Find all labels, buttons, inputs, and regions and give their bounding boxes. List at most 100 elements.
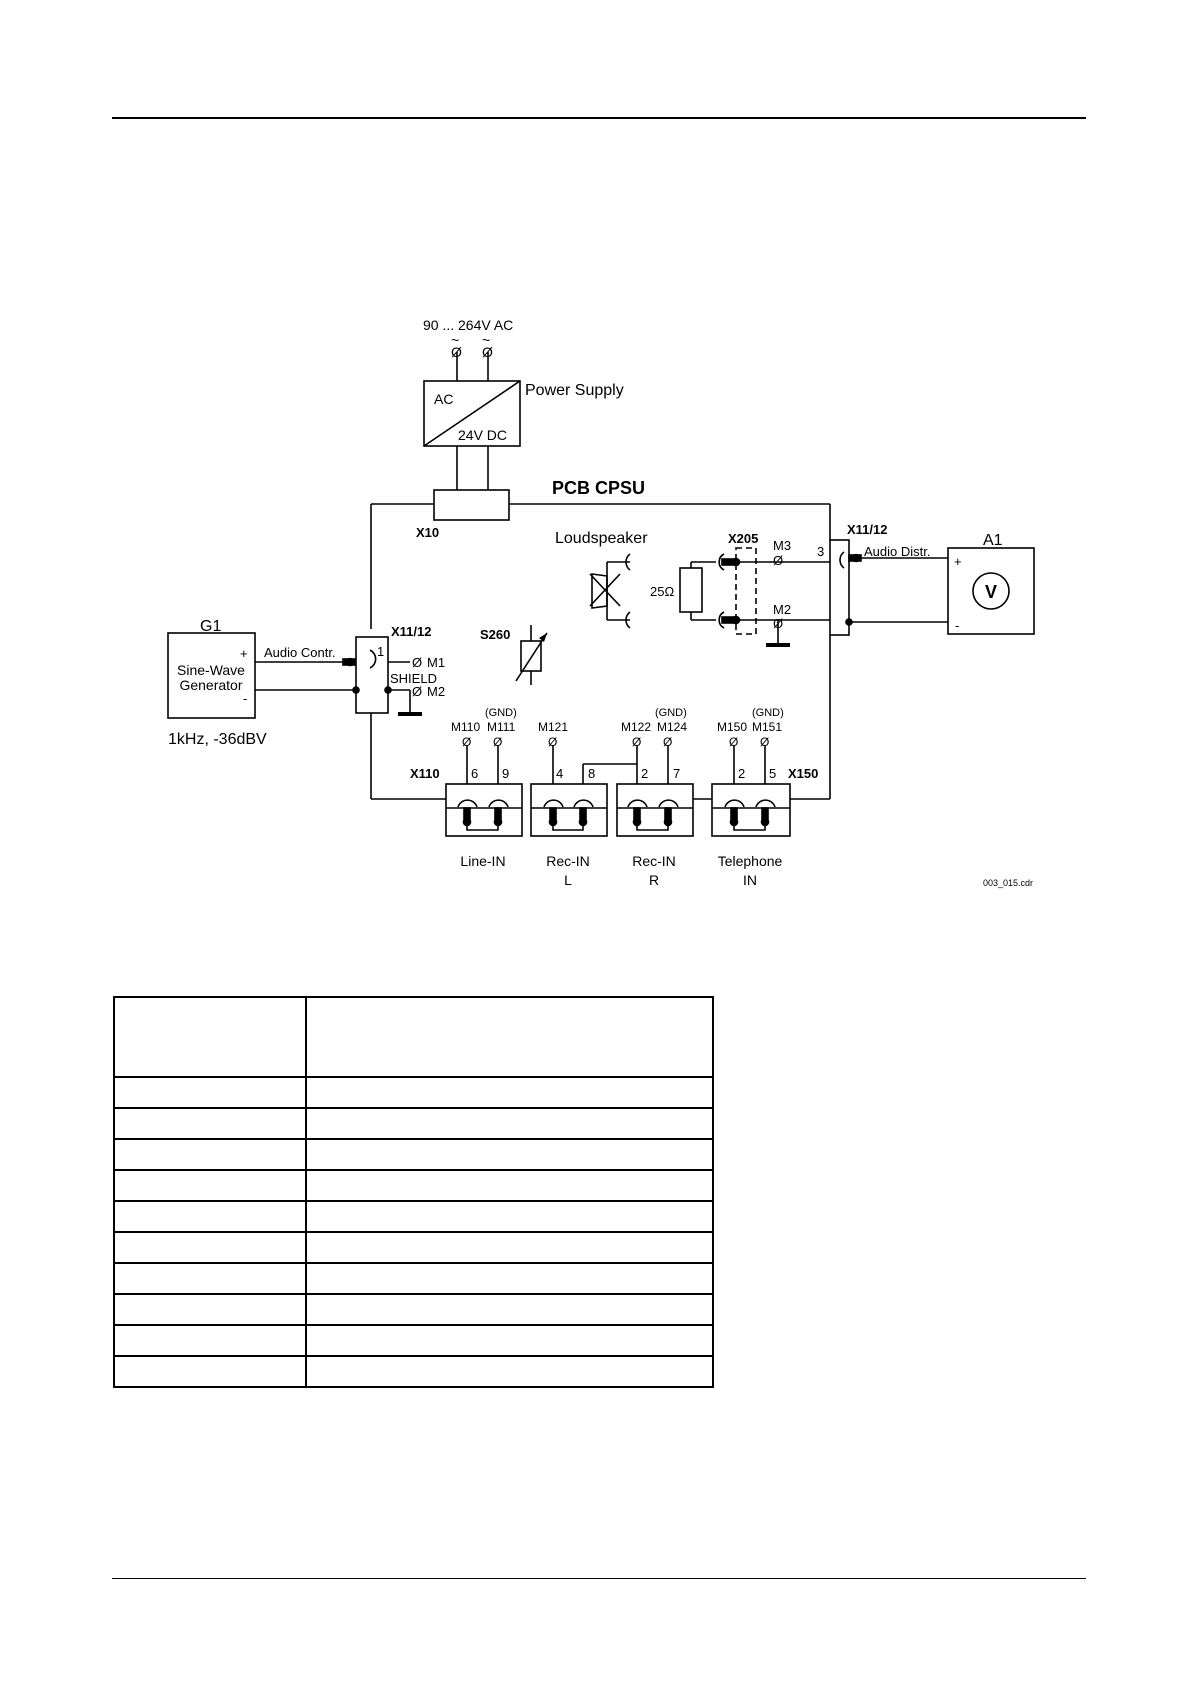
- pin-2-telephone-label: 2: [738, 766, 745, 781]
- m3-label: M3: [773, 538, 791, 553]
- x11-12-left-label: X11/12: [391, 624, 432, 639]
- table-cell-col1: [113, 1200, 307, 1233]
- table-cell-col2: [305, 996, 714, 1078]
- mains-voltage-label: 90 ... 264V AC: [423, 317, 513, 333]
- table-cell-col1: [113, 1107, 307, 1140]
- table-cell-col1: [113, 1293, 307, 1326]
- rec-in-l-suffix: L: [564, 872, 572, 888]
- table-cell-col2: [305, 1231, 714, 1264]
- rec-in-l-label: Rec-IN: [546, 853, 590, 869]
- x205-label: X205: [728, 531, 758, 546]
- header-rule: [112, 117, 1086, 119]
- table-row: [113, 1355, 714, 1388]
- m2-left-label: M2: [427, 684, 445, 699]
- table-cell-col2: [305, 1138, 714, 1171]
- table-cell-col2: [305, 1324, 714, 1357]
- power-supply-title: Power Supply: [525, 382, 624, 399]
- pin-2-rec-r-label: 2: [641, 766, 648, 781]
- m110-terminal: Ø: [462, 735, 471, 749]
- x10-connector: [433, 489, 510, 521]
- m122-terminal: Ø: [632, 735, 641, 749]
- x110-rec-in-l-block: [530, 783, 608, 837]
- table-cell-col1: [113, 1076, 307, 1109]
- m110-label: M110: [451, 720, 480, 734]
- table-cell-col2: [305, 1293, 714, 1326]
- power-supply-block: [423, 380, 521, 447]
- power-supply-dc: 24V DC: [458, 427, 507, 443]
- audio-contr-label: Audio Contr.: [264, 645, 336, 660]
- a1-label: A1: [983, 532, 1003, 549]
- a1-voltmeter: [947, 547, 1035, 635]
- settings-table: [113, 996, 714, 1388]
- pin-5-label: 5: [769, 766, 776, 781]
- g1-sine-wave-generator: [167, 632, 256, 719]
- table-cell-col1: [113, 996, 307, 1078]
- m151-terminal: Ø: [760, 735, 769, 749]
- footer-rule: [112, 1578, 1086, 1579]
- gnd-label-m124: (GND): [655, 707, 687, 719]
- m121-label: M121: [538, 720, 568, 734]
- shield-label: SHIELD: [390, 671, 437, 686]
- pin-3-label: 3: [817, 544, 824, 559]
- x11-12-right-connector: [829, 539, 850, 636]
- audio-distr-label: Audio Distr.: [864, 544, 930, 559]
- pin-4-label: 4: [556, 766, 563, 781]
- rec-in-r-label: Rec-IN: [632, 853, 676, 869]
- s260-label: S260: [480, 627, 510, 642]
- table-row: [113, 1107, 714, 1140]
- voltmeter-v: V: [985, 582, 997, 602]
- table-row: [113, 1231, 714, 1264]
- table-row: [113, 1076, 714, 1109]
- m151-label: M151: [752, 720, 782, 734]
- pin-1-label: 1: [377, 644, 384, 659]
- table-cell-col2: [305, 1169, 714, 1202]
- x11-12-left-connector: [355, 636, 389, 714]
- m1-terminal: Ø: [412, 655, 422, 670]
- pcb-title: PCB CPSU: [552, 478, 645, 498]
- table-row: [113, 1293, 714, 1326]
- pin-9-label: 9: [502, 766, 509, 781]
- m111-label: M111: [487, 720, 516, 734]
- table-cell-col1: [113, 1262, 307, 1295]
- g1-setting: 1kHz, -36dBV: [168, 731, 267, 748]
- m150-label: M150: [717, 720, 747, 734]
- a1-plus: +: [954, 554, 962, 569]
- resistor-label: 25Ω: [650, 584, 674, 599]
- m2-right-terminal: Ø: [773, 616, 783, 631]
- mains-tilde-2: ~: [482, 332, 490, 348]
- audio-test-circuit-diagram: 90 ... 264V AC ~ ~ Ø Ø Power Supply AC 2…: [167, 317, 1035, 888]
- g1-line-2: Generator: [179, 677, 242, 693]
- s260-arrowhead: [539, 633, 547, 642]
- x11-12-right-label: X11/12: [847, 522, 888, 537]
- table-cell-col1: [113, 1231, 307, 1264]
- table-header-row: [113, 996, 714, 1078]
- x110-label: X110: [410, 766, 440, 781]
- g1-plus: +: [240, 646, 248, 661]
- mains-terminal-2: Ø: [482, 344, 493, 360]
- telephone-label: Telephone: [718, 853, 783, 869]
- m150-terminal: Ø: [729, 735, 738, 749]
- pin-6-label: 6: [471, 766, 478, 781]
- x150-telephone-block: [711, 783, 791, 837]
- x150-label: X150: [788, 766, 818, 781]
- a1-minus: -: [955, 618, 959, 633]
- table-row: [113, 1200, 714, 1233]
- table-cell-col2: [305, 1200, 714, 1233]
- x110-line-in-block: [445, 783, 523, 837]
- voltmeter-symbol: [972, 572, 1010, 610]
- power-supply-ac: AC: [434, 391, 453, 407]
- m2-right-label: M2: [773, 602, 791, 617]
- table-row: [113, 1262, 714, 1295]
- loudspeaker-label: Loudspeaker: [555, 530, 648, 547]
- table-row: [113, 1324, 714, 1357]
- x205-connector: [735, 547, 757, 635]
- table-cell-col1: [113, 1355, 307, 1388]
- gnd-label-m111: (GND): [485, 707, 517, 719]
- m1-label: M1: [427, 655, 445, 670]
- m111-terminal: Ø: [493, 735, 502, 749]
- m124-label: M124: [657, 720, 687, 734]
- table-cell-col2: [305, 1076, 714, 1109]
- rec-in-r-suffix: R: [649, 872, 659, 888]
- m124-terminal: Ø: [663, 735, 672, 749]
- m3-terminal: Ø: [773, 553, 783, 568]
